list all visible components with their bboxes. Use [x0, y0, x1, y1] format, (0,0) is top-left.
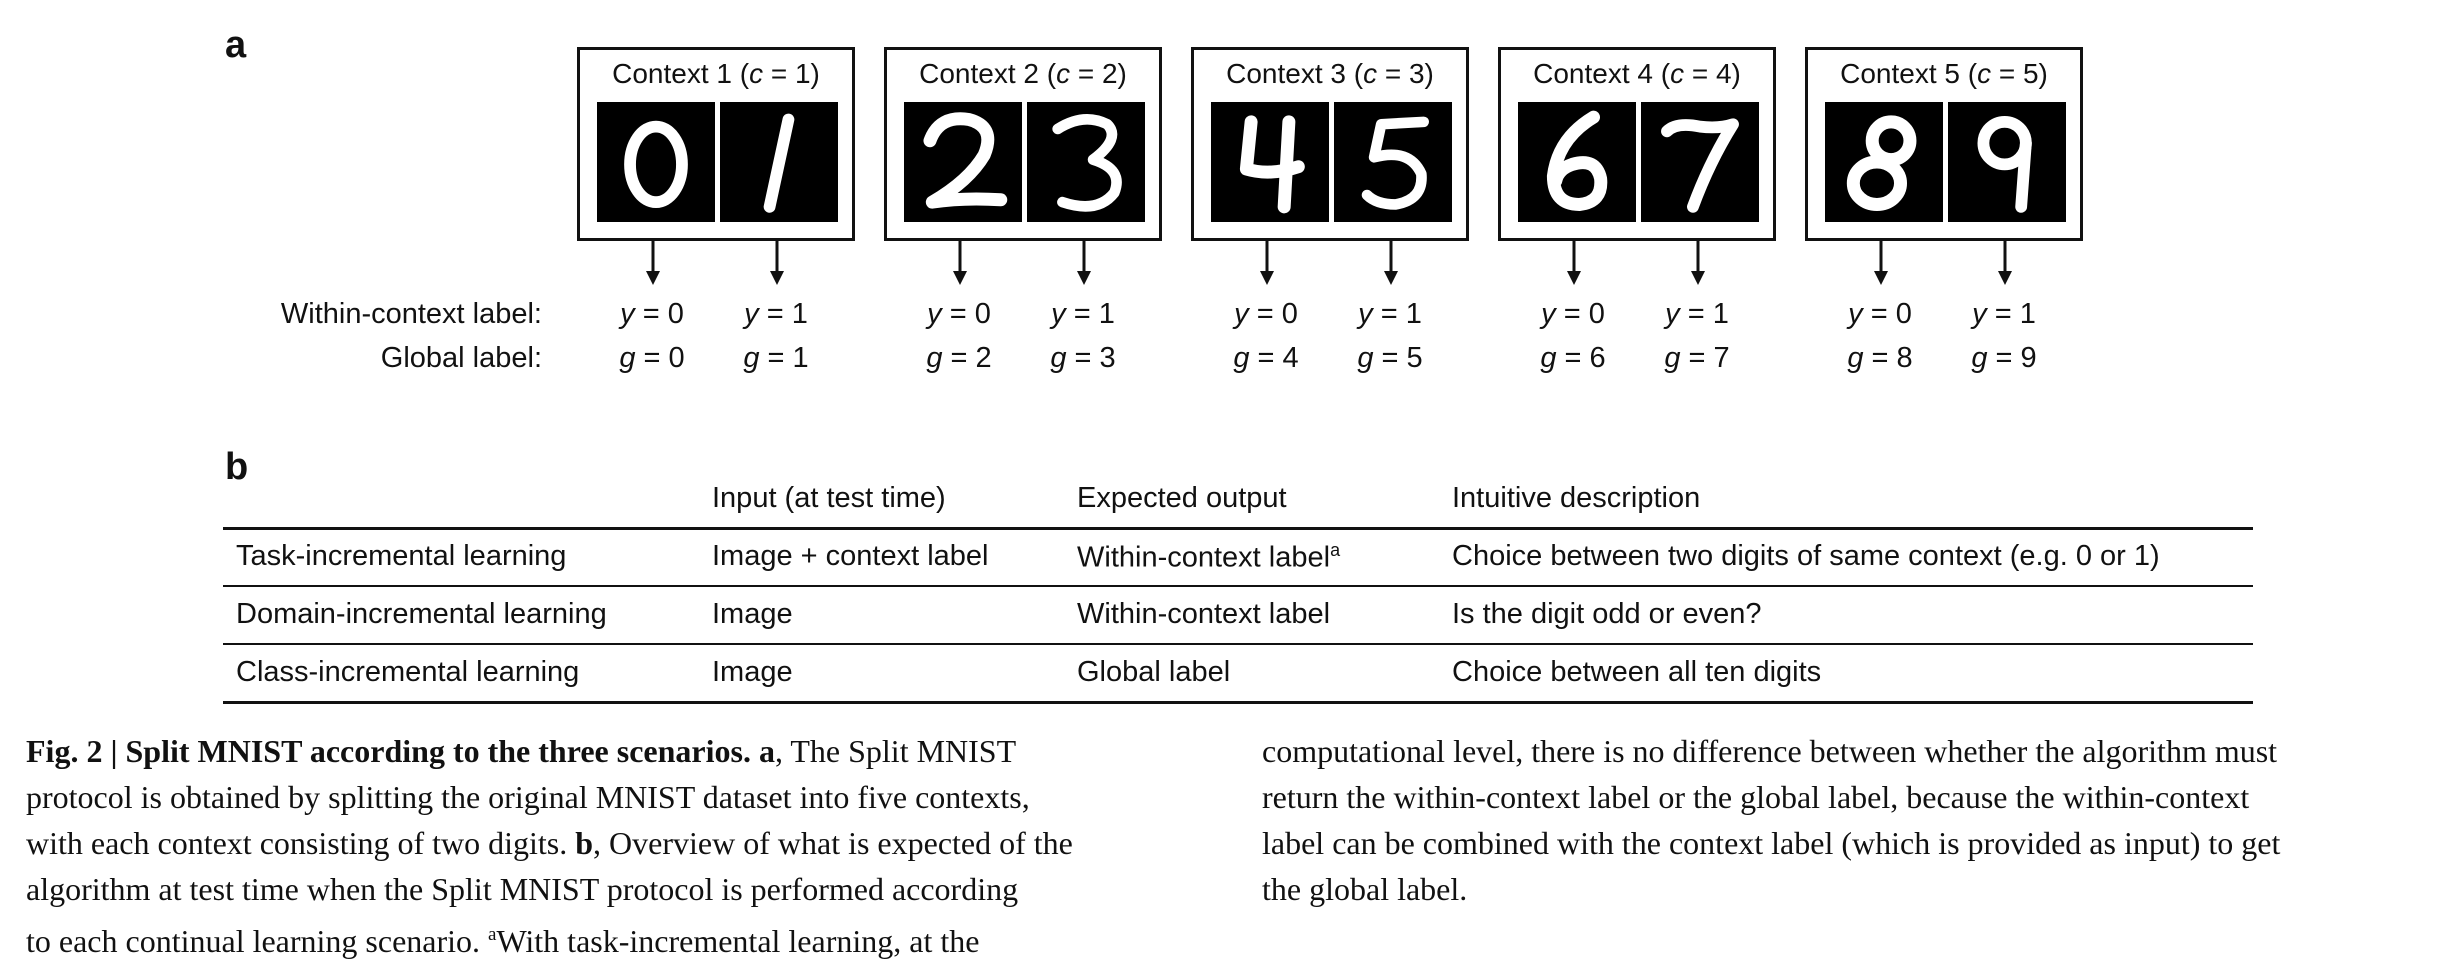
global-label-value: g = 9 [1971, 342, 2037, 374]
context-title: Context 5 (c = 5) [1840, 58, 2048, 89]
table-cell-input: Image + context label [712, 540, 989, 572]
arrow-down-icon [1688, 241, 1708, 285]
within-context-label-heading: Within-context label: [280, 298, 542, 330]
arrow-down-icon [1564, 241, 1584, 285]
digit-image-0 [597, 102, 715, 222]
context-title: Context 3 (c = 3) [1226, 58, 1434, 89]
global-label-value: g = 5 [1357, 342, 1423, 374]
global-label-value: g = 7 [1664, 342, 1730, 374]
digit-image-6 [1518, 102, 1636, 222]
table-cell-description: Is the digit odd or even? [1452, 598, 1762, 630]
table-cell-input: Image [712, 598, 793, 630]
arrow-down-icon [1995, 241, 2015, 285]
context-box-5: Context 5 (c = 5) [1805, 47, 2083, 241]
context-box-2: Context 2 (c = 2) [884, 47, 1162, 241]
arrow-down-icon [950, 241, 970, 285]
panel-b-letter: b [225, 446, 249, 488]
context-title: Context 1 (c = 1) [612, 58, 820, 89]
table-rule [223, 643, 2253, 645]
global-label-value: g = 3 [1050, 342, 1116, 374]
within-label-value: y = 1 [1051, 298, 1115, 330]
within-label-value: y = 0 [1541, 298, 1605, 330]
within-label-value: y = 0 [1234, 298, 1298, 330]
table-rule [223, 585, 2253, 587]
context-box-3: Context 3 (c = 3) [1191, 47, 1469, 241]
table-rule-bottom [223, 701, 2253, 704]
arrow-down-icon [643, 241, 663, 285]
table-cell-input: Image [712, 656, 793, 688]
arrow-down-icon [767, 241, 787, 285]
figure-caption-right: computational level, there is no differe… [1262, 733, 2281, 907]
arrow-down-icon [1074, 241, 1094, 285]
global-label-heading: Global label: [380, 342, 542, 374]
digit-image-1 [720, 102, 838, 222]
arrow-down-icon [1381, 241, 1401, 285]
within-label-value: y = 0 [1848, 298, 1912, 330]
within-label-value: y = 1 [1972, 298, 2036, 330]
digit-image-2 [904, 102, 1022, 222]
table-header-input: Input (at test time) [712, 482, 946, 514]
table-cell-scenario: Task-incremental learning [236, 540, 567, 572]
table-cell-output: Global label [1077, 656, 1231, 688]
table-rule-top [223, 527, 2253, 530]
context-title: Context 2 (c = 2) [919, 58, 1127, 89]
global-label-value: g = 1 [743, 342, 809, 374]
digit-image-5 [1334, 102, 1452, 222]
table-cell-output: Within-context label [1077, 598, 1331, 630]
arrow-down-icon [1871, 241, 1891, 285]
table-cell-scenario: Domain-incremental learning [236, 598, 607, 630]
digit-image-4 [1211, 102, 1329, 222]
table-header-description: Intuitive description [1452, 482, 1701, 514]
arrow-down-icon [1257, 241, 1277, 285]
within-label-value: y = 0 [620, 298, 684, 330]
digit-image-7 [1641, 102, 1759, 222]
within-label-value: y = 1 [1358, 298, 1422, 330]
table-header-output: Expected output [1077, 482, 1287, 514]
within-label-value: y = 1 [744, 298, 808, 330]
table-cell-description: Choice between two digits of same contex… [1452, 540, 2160, 572]
digit-image-3 [1027, 102, 1145, 222]
figure-caption-left: Fig. 2 | Split MNIST according to the th… [26, 733, 1073, 959]
table-cell-scenario: Class-incremental learning [236, 656, 580, 688]
panel-a-letter: a [225, 24, 247, 66]
global-label-value: g = 8 [1847, 342, 1913, 374]
digit-image-8 [1825, 102, 1943, 222]
digit-image-9 [1948, 102, 2066, 222]
context-box-1: Context 1 (c = 1) [577, 47, 855, 241]
context-box-4: Context 4 (c = 4) [1498, 47, 1776, 241]
global-label-value: g = 0 [619, 342, 685, 374]
global-label-value: g = 2 [926, 342, 992, 374]
figure-label: Fig. 2 | Split MNIST according to the th… [26, 733, 751, 769]
global-label-value: g = 4 [1233, 342, 1299, 374]
table-cell-description: Choice between all ten digits [1452, 656, 1822, 688]
table-cell-output: Within-context labela [1077, 540, 1341, 574]
global-label-value: g = 6 [1540, 342, 1606, 374]
within-label-value: y = 0 [927, 298, 991, 330]
within-label-value: y = 1 [1665, 298, 1729, 330]
context-title: Context 4 (c = 4) [1533, 58, 1741, 89]
footnote-mark: a [1330, 540, 1341, 560]
